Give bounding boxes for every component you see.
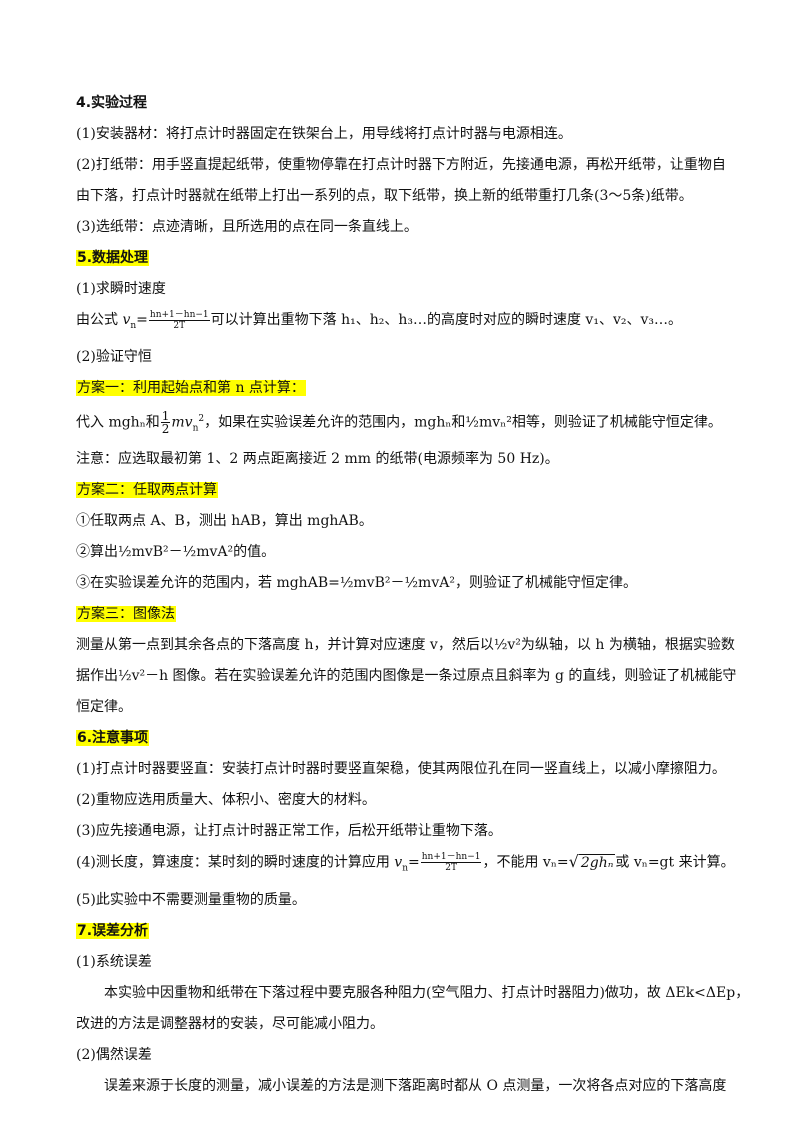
document-body: 4.实验过程 (1)安装器材：将打点计时器固定在铁架台上，用导线将打点计时器与电… [76, 92, 750, 1106]
sec7-sub1: (1)系统误差 [76, 953, 152, 970]
plan2-step2: ②算出½mvB²－½mvA²的值。 [76, 544, 276, 561]
section-6-title: 6.注意事项 [76, 730, 150, 747]
plan3-line-a: 测量从第一点到其余各点的下落高度 h，并计算对应速度 v，然后以½v²为纵轴，以… [76, 637, 735, 654]
plan2-step3: ③在实验误差允许的范围内，若 mghAB=½mvB²－½mvA²，则验证了机械能… [76, 575, 637, 592]
sec5-sub2: (2)验证守恒 [76, 348, 152, 365]
sec4-step1: (1)安装器材：将打点计时器固定在铁架台上，用导线将打点计时器与电源相连。 [76, 126, 572, 142]
formula-suffix: 可以计算出重物下落 h₁、h₂、h₃…的高度时对应的瞬时速度 v₁、v₂、v₃…… [210, 312, 682, 328]
sec6-item2: (2)重物应选用质量大、体积小、密度大的材料。 [76, 792, 376, 809]
plan2-label: 方案二：任取两点计算 [76, 482, 218, 499]
section-5-title: 5.数据处理 [76, 250, 150, 266]
sec7-sys-a: 本实验中因重物和纸带在下落过程中要克服各种阻力(空气阻力、打点计时器阻力)做功，… [104, 984, 750, 1001]
plan1-label: 方案一：利用起始点和第 n 点计算： [76, 379, 306, 396]
plan3-line-c: 恒定律。 [76, 699, 132, 716]
sec7-sub2: (2)偶然误差 [76, 1046, 152, 1063]
note-text: 注意：应选取最初第 1、2 两点距离接近 2 mm 的纸带(电源频率为 50 H… [76, 451, 559, 468]
plan2-step1: ①任取两点 A、B，测出 hAB，算出 mghAB。 [76, 513, 373, 530]
plan3-line-b: 据作出½v²－h 图像。若在实验误差允许的范围内图像是一条过原点且斜率为 g 的… [76, 668, 737, 685]
section-7-title: 7.误差分析 [76, 922, 150, 939]
sec6-item5: (5)此实验中不需要测量重物的质量。 [76, 891, 306, 908]
sec4-step2b: 由下落，打点计时器就在纸带上打出一系列的点，取下纸带，换上新的纸带重打几条(3～… [76, 188, 693, 204]
sec6-item1: (1)打点计时器要竖直：安装打点计时器时要竖直架稳，使其两限位孔在同一竖直线上，… [76, 761, 726, 778]
section-4-title: 4.实验过程 [76, 95, 148, 111]
sqrt-symbol: √2ghₙ [568, 852, 616, 872]
sec7-sys-b: 改进的方法是调整器材的安装，尽可能减小阻力。 [76, 1015, 384, 1032]
formula-prefix: 由公式 [76, 312, 118, 328]
sec4-step2a: (2)打纸带：用手竖直提起纸带，使重物停靠在打点计时器下方附近，先接通电源，再松… [76, 157, 726, 173]
plan3-label: 方案三：图像法 [76, 606, 176, 623]
sec5-sub1: (1)求瞬时速度 [76, 281, 166, 297]
sec4-step3: (3)选纸带：点迹清晰，且所选用的点在同一条直线上。 [76, 219, 418, 235]
sec6-item3: (3)应先接通电源，让打点计时器正常工作，后松开纸带让重物下落。 [76, 823, 502, 840]
sec7-rand-a: 误差来源于长度的测量，减小误差的方法是测下落距离时都从 O 点测量，一次将各点对… [104, 1077, 727, 1094]
